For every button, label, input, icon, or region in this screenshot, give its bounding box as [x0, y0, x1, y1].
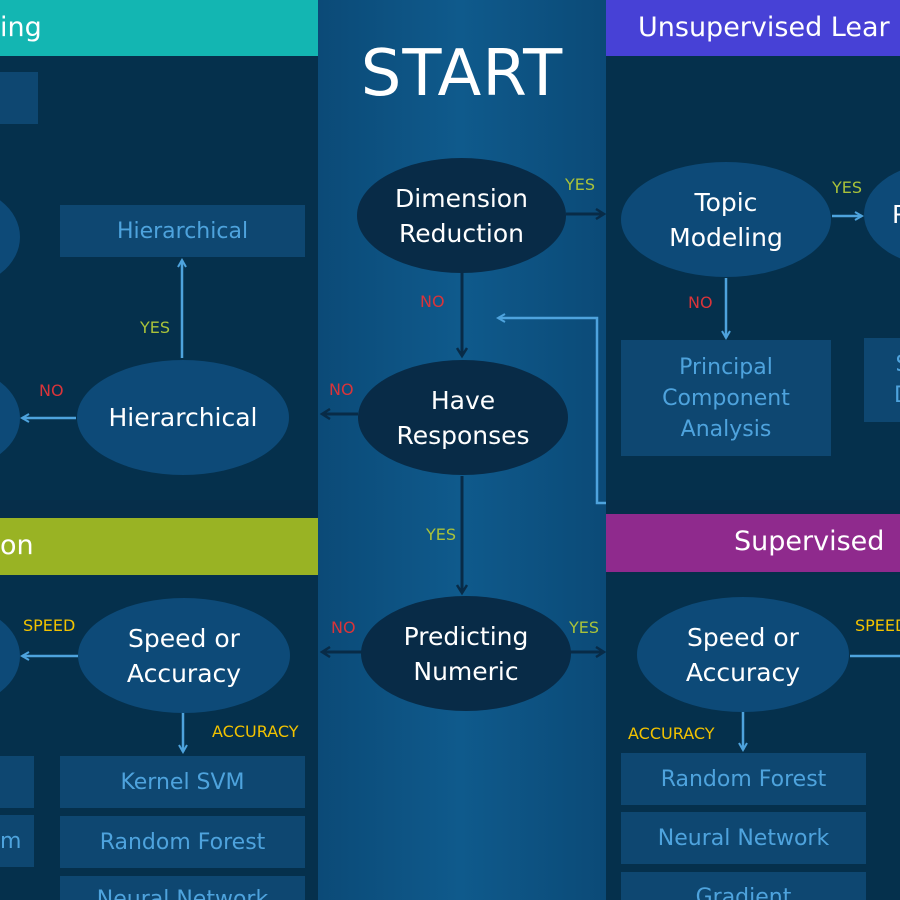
hierarchical-decision-oval: Hierarchical: [77, 360, 289, 475]
br-speed-accuracy-label: Speed or Accuracy: [685, 622, 801, 687]
dimension-reduction-label: Dimension Reduction: [395, 183, 528, 248]
hierarchical-result-box: Hierarchical: [60, 205, 305, 257]
header-bottom-left: on: [0, 518, 318, 575]
label-yes-responses: YES: [426, 525, 457, 544]
label-speed-right: SPEED: [855, 616, 900, 635]
label-no-hierarchical: NO: [39, 381, 64, 400]
kernel-svm-box: Kernel SVM: [60, 756, 305, 808]
header-top-right: Unsupervised Lear: [606, 0, 900, 56]
label-no-topic: NO: [688, 293, 713, 312]
header-top-left-text: ing: [0, 12, 42, 43]
label-yes-topic: YES: [832, 178, 863, 197]
partial-box-bottom-left-1: [0, 756, 34, 808]
hierarchical-decision-label: Hierarchical: [108, 403, 258, 432]
label-no-responses: NO: [329, 380, 354, 399]
topic-modeling-oval: Topic Modeling: [621, 162, 831, 277]
bl-neural-network-box: Neural Network: [60, 876, 305, 900]
br-speed-accuracy-oval: Speed or Accuracy: [637, 597, 849, 712]
have-responses-oval: Have Responses: [358, 360, 568, 475]
start-title: START: [360, 37, 564, 111]
br-neural-network-box: Neural Network: [621, 812, 866, 864]
predicting-numeric-oval: Predicting Numeric: [361, 596, 571, 711]
br-random-forest-box: Random Forest: [621, 753, 866, 805]
label-speed-left: SPEED: [23, 616, 76, 635]
partial-box-bottom-left-2: m: [0, 815, 34, 867]
header-top-left: ing: [0, 0, 318, 56]
label-yes-dimred: YES: [565, 175, 596, 194]
partial-oval-top-right-label: P: [892, 200, 900, 229]
br-gradient-box: Gradient: [621, 872, 866, 900]
have-responses-label: Have Responses: [396, 385, 530, 450]
label-accuracy-right: ACCURACY: [628, 724, 715, 743]
partial-box-top-left: [0, 72, 38, 124]
label-yes-numeric: YES: [569, 618, 600, 637]
pca-box: Principal Component Analysis: [621, 340, 831, 456]
bl-speed-accuracy-label: Speed or Accuracy: [126, 623, 242, 688]
label-yes-hierarchical: YES: [140, 318, 171, 337]
label-no-numeric: NO: [331, 618, 356, 637]
header-bottom-left-text: on: [0, 530, 34, 561]
bl-speed-accuracy-oval: Speed or Accuracy: [78, 598, 290, 713]
partial-box-top-right: S D: [864, 338, 900, 422]
dimension-reduction-oval: Dimension Reduction: [357, 158, 566, 273]
label-no-dimred: NO: [420, 292, 445, 311]
header-bottom-right: Supervised: [606, 514, 900, 572]
bl-random-forest-box: Random Forest: [60, 816, 305, 868]
label-accuracy-left: ACCURACY: [212, 722, 299, 741]
header-top-right-text: Unsupervised Lear: [638, 12, 890, 43]
header-bottom-right-text: Supervised: [734, 526, 885, 557]
arrow-loop-back: [498, 318, 606, 505]
predicting-numeric-label: Predicting Numeric: [403, 621, 529, 686]
topic-modeling-label: Topic Modeling: [669, 187, 783, 252]
